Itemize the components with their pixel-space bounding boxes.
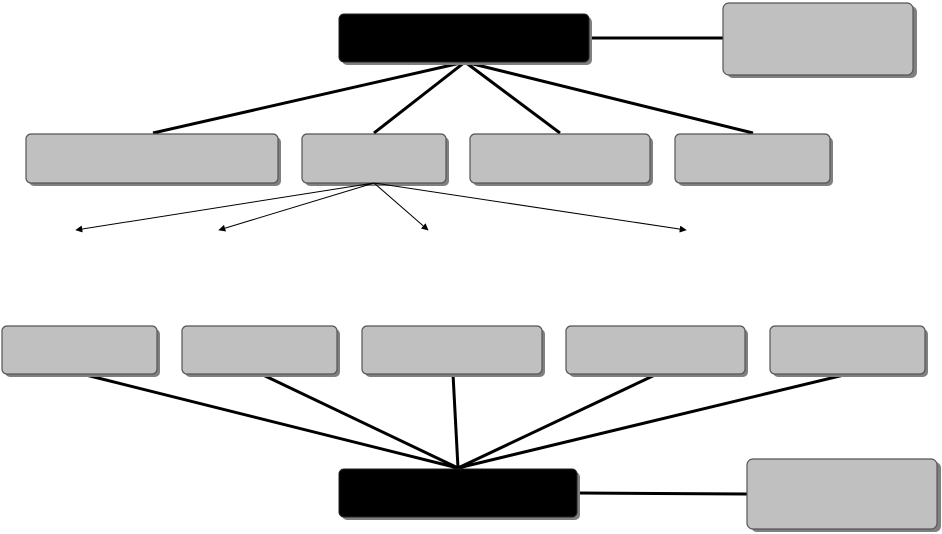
connector-bottom-child-1-to-root <box>81 372 459 470</box>
bottom-tree <box>1 325 941 532</box>
top-child-node <box>674 133 833 186</box>
top-child-node <box>469 133 653 186</box>
bottom-root-node <box>338 468 580 520</box>
connector-top-root-to-child-1 <box>152 60 466 135</box>
connector-top-root-to-child-2 <box>373 60 466 135</box>
top-child-node <box>25 133 281 186</box>
connector-bottom-child-4-to-root <box>457 372 658 470</box>
top-child-node <box>301 133 449 186</box>
arrow-2 <box>218 182 375 232</box>
connector-bottom-child-3-to-root <box>451 373 460 469</box>
connector-top-root-to-child-3 <box>464 60 561 135</box>
top-tree <box>25 2 917 233</box>
bottom-child-node <box>769 325 928 377</box>
bottom-side-note <box>746 458 941 532</box>
connector-bottom-root-to-note <box>577 491 748 496</box>
connector-top-root-to-child-4 <box>464 60 754 135</box>
top-root-node <box>338 13 592 65</box>
arrow-3 <box>373 182 429 231</box>
connector-bottom-child-5-to-root <box>457 372 849 470</box>
bottom-child-node <box>565 325 748 377</box>
top-side-note <box>722 2 917 78</box>
connector-bottom-child-2-to-root <box>260 372 459 470</box>
bottom-child-node <box>181 325 340 377</box>
arrow-1 <box>75 182 375 233</box>
bottom-child-node <box>361 325 545 377</box>
arrow-4 <box>373 182 687 233</box>
bottom-child-node <box>1 325 160 377</box>
